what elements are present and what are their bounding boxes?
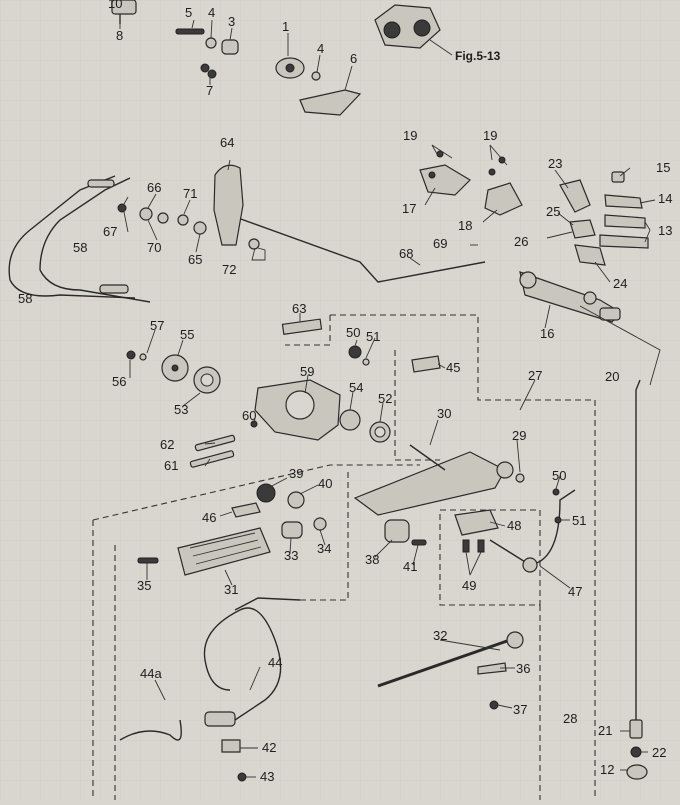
callout-c38: 38 bbox=[365, 552, 379, 567]
callout-c33: 33 bbox=[284, 548, 298, 563]
callout-c72: 72 bbox=[222, 262, 236, 277]
callout-c24: 24 bbox=[613, 276, 627, 291]
callout-c26: 26 bbox=[514, 234, 528, 249]
callout-c61: 61 bbox=[164, 458, 178, 473]
callout-c29: 29 bbox=[512, 428, 526, 443]
callout-c14: 14 bbox=[658, 191, 672, 206]
callout-c69: 69 bbox=[433, 236, 447, 251]
callout-c46: 46 bbox=[202, 510, 216, 525]
callout-c70: 70 bbox=[147, 240, 161, 255]
callout-c60: 60 bbox=[242, 408, 256, 423]
callout-c4b: 4 bbox=[317, 41, 324, 56]
callout-c44a: 44a bbox=[140, 666, 162, 681]
callout-c19a: 19 bbox=[403, 128, 417, 143]
callout-c42: 42 bbox=[262, 740, 276, 755]
steering-bracket-59 bbox=[189, 318, 391, 468]
figure-reference: Fig.5-13 bbox=[455, 49, 501, 63]
callout-c50b: 50 bbox=[552, 468, 566, 483]
callout-c44: 44 bbox=[268, 655, 282, 670]
callout-c40: 40 bbox=[318, 476, 332, 491]
callout-c58a: 58 bbox=[73, 240, 87, 255]
callout-c17: 17 bbox=[402, 201, 416, 216]
callout-c22: 22 bbox=[652, 745, 666, 760]
callout-c54: 54 bbox=[349, 380, 363, 395]
callout-c39: 39 bbox=[289, 466, 303, 481]
callout-c8: 8 bbox=[116, 28, 123, 43]
shift-lever-64 bbox=[117, 164, 260, 250]
callout-c51a: 51 bbox=[366, 329, 380, 344]
group-outlines bbox=[92, 314, 596, 800]
callout-c13: 13 bbox=[658, 223, 672, 238]
callout-c51b: 51 bbox=[572, 513, 586, 528]
callout-c3: 3 bbox=[228, 14, 235, 29]
callout-c57: 57 bbox=[150, 318, 164, 333]
callout-c62: 62 bbox=[160, 437, 174, 452]
callout-c66: 66 bbox=[147, 180, 161, 195]
callout-c37: 37 bbox=[513, 702, 527, 717]
callout-c34: 34 bbox=[317, 541, 331, 556]
callout-c23: 23 bbox=[548, 156, 562, 171]
tiller-handle-tube bbox=[353, 444, 525, 516]
callout-c6: 6 bbox=[350, 51, 357, 66]
callout-c45: 45 bbox=[446, 360, 460, 375]
callout-c41: 41 bbox=[403, 559, 417, 574]
callout-c43: 43 bbox=[260, 769, 274, 784]
callout-c15: 15 bbox=[656, 160, 670, 175]
friction-assembly bbox=[126, 350, 221, 394]
callout-c30: 30 bbox=[437, 406, 451, 421]
callout-c53: 53 bbox=[174, 402, 188, 417]
callout-c16: 16 bbox=[540, 326, 554, 341]
callout-c19b: 19 bbox=[483, 128, 497, 143]
leader-lines bbox=[119, 14, 656, 778]
callout-c4a: 4 bbox=[208, 5, 215, 20]
stop-switch-48 bbox=[454, 488, 576, 573]
callout-c25: 25 bbox=[546, 204, 560, 219]
callout-c10: 10 bbox=[108, 0, 122, 11]
callout-c49: 49 bbox=[462, 578, 476, 593]
throttle-cables-58 bbox=[8, 175, 151, 303]
callout-c28: 28 bbox=[563, 711, 577, 726]
callout-c52: 52 bbox=[378, 391, 392, 406]
callout-c59: 59 bbox=[300, 364, 314, 379]
callout-c55: 55 bbox=[180, 327, 194, 342]
callout-c18: 18 bbox=[458, 218, 472, 233]
callout-c20: 20 bbox=[605, 369, 619, 384]
callout-c50a: 50 bbox=[346, 325, 360, 340]
callout-c31: 31 bbox=[224, 582, 238, 597]
callout-c65: 65 bbox=[188, 252, 202, 267]
callout-c63: 63 bbox=[292, 301, 306, 316]
callout-c56: 56 bbox=[112, 374, 126, 389]
callout-c32: 32 bbox=[433, 628, 447, 643]
callout-c48: 48 bbox=[507, 518, 521, 533]
callout-c7: 7 bbox=[206, 83, 213, 98]
callout-c12: 12 bbox=[600, 762, 614, 777]
callout-c21: 21 bbox=[598, 723, 612, 738]
callout-c36: 36 bbox=[516, 661, 530, 676]
callout-c35: 35 bbox=[137, 578, 151, 593]
callout-c1: 1 bbox=[282, 19, 289, 34]
callout-c68: 68 bbox=[399, 246, 413, 261]
callout-c71: 71 bbox=[183, 186, 197, 201]
stop-switch-cord-44 bbox=[119, 597, 301, 782]
callout-c47: 47 bbox=[568, 584, 582, 599]
callout-c27: 27 bbox=[528, 368, 542, 383]
callout-c67: 67 bbox=[103, 224, 117, 239]
callout-c5: 5 bbox=[185, 5, 192, 20]
throttle-grip-31 bbox=[137, 483, 427, 576]
control-rods bbox=[237, 217, 661, 386]
callout-c58b: 58 bbox=[18, 291, 32, 306]
cap-assembly bbox=[348, 345, 441, 373]
lever-links bbox=[419, 150, 649, 266]
callout-c64: 64 bbox=[220, 135, 234, 150]
